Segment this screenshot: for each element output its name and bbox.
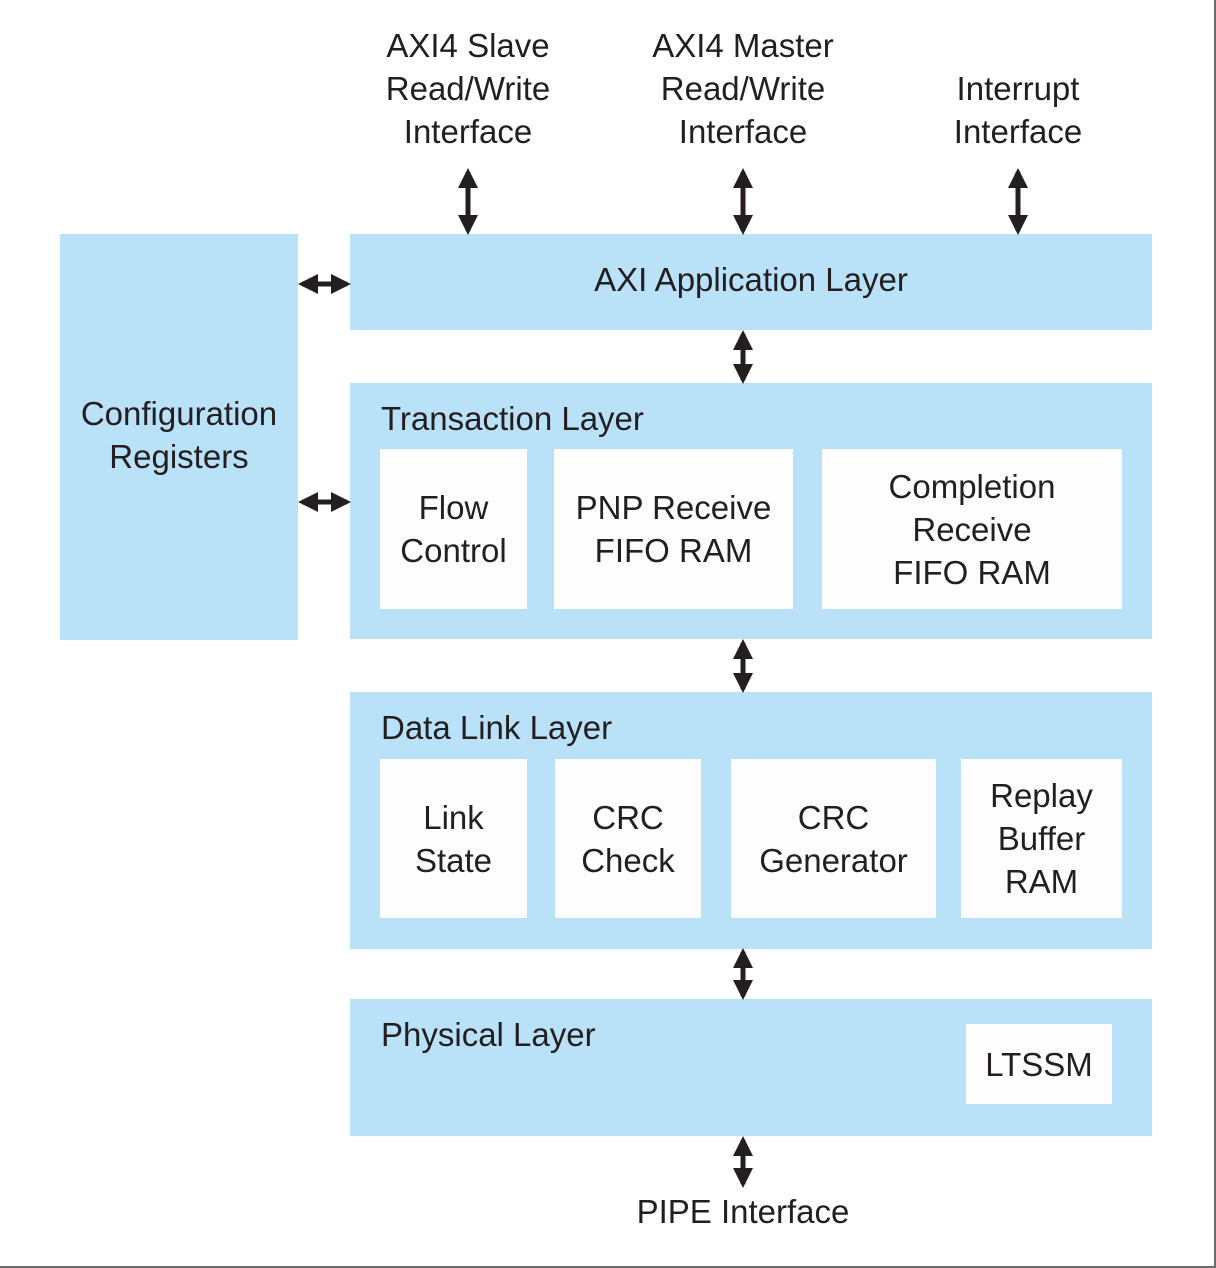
- pipe-interface-label: PIPE Interface: [636, 1193, 850, 1230]
- completion-receive-fifo-ram-block: Completion Receive FIFO RAM: [822, 449, 1122, 609]
- pnp-receive-fifo-ram-label: PNP Receive FIFO RAM: [575, 489, 772, 569]
- axi-application-layer: AXI Application Layer: [350, 234, 1152, 330]
- physical-layer-label: Physical Layer: [381, 1016, 596, 1053]
- configuration-registers-label: Configuration Registers: [80, 395, 278, 475]
- axi-application-layer-label: AXI Application Layer: [594, 261, 908, 298]
- physical-layer: Physical Layer LTSSM: [350, 999, 1152, 1136]
- crc-check-block: CRC Check: [555, 759, 701, 918]
- data-link-layer-label: Data Link Layer: [381, 709, 613, 746]
- ltssm-label: LTSSM: [985, 1045, 1093, 1083]
- replay-buffer-ram-label: Replay Buffer RAM: [990, 777, 1093, 900]
- replay-buffer-ram-block: Replay Buffer RAM: [961, 759, 1122, 918]
- axi4-slave-interface-label: AXI4 Slave Read/Write Interface: [385, 27, 551, 150]
- crc-check-label: CRC Check: [581, 798, 675, 879]
- completion-receive-fifo-ram-label: Completion Receive FIFO RAM: [888, 467, 1056, 591]
- ltssm-block: LTSSM: [966, 1024, 1112, 1104]
- flow-control-label: Flow Control: [400, 489, 507, 569]
- transaction-layer-label: Transaction Layer: [381, 400, 644, 437]
- configuration-registers-block: Configuration Registers: [60, 234, 298, 640]
- axi4-master-interface-label: AXI4 Master Read/Write Interface: [652, 27, 834, 150]
- link-state-label: Link State: [414, 798, 493, 879]
- data-link-layer: Data Link Layer Link State CRC Check CRC…: [350, 692, 1152, 949]
- pnp-receive-fifo-ram-block: PNP Receive FIFO RAM: [554, 449, 793, 609]
- interrupt-interface-label: Interrupt Interface: [953, 70, 1083, 150]
- flow-control-block: Flow Control: [380, 449, 527, 609]
- crc-generator-block: CRC Generator: [731, 759, 936, 918]
- link-state-block: Link State: [380, 759, 527, 918]
- transaction-layer: Transaction Layer Flow Control PNP Recei…: [350, 383, 1152, 639]
- crc-generator-label: CRC Generator: [759, 798, 908, 879]
